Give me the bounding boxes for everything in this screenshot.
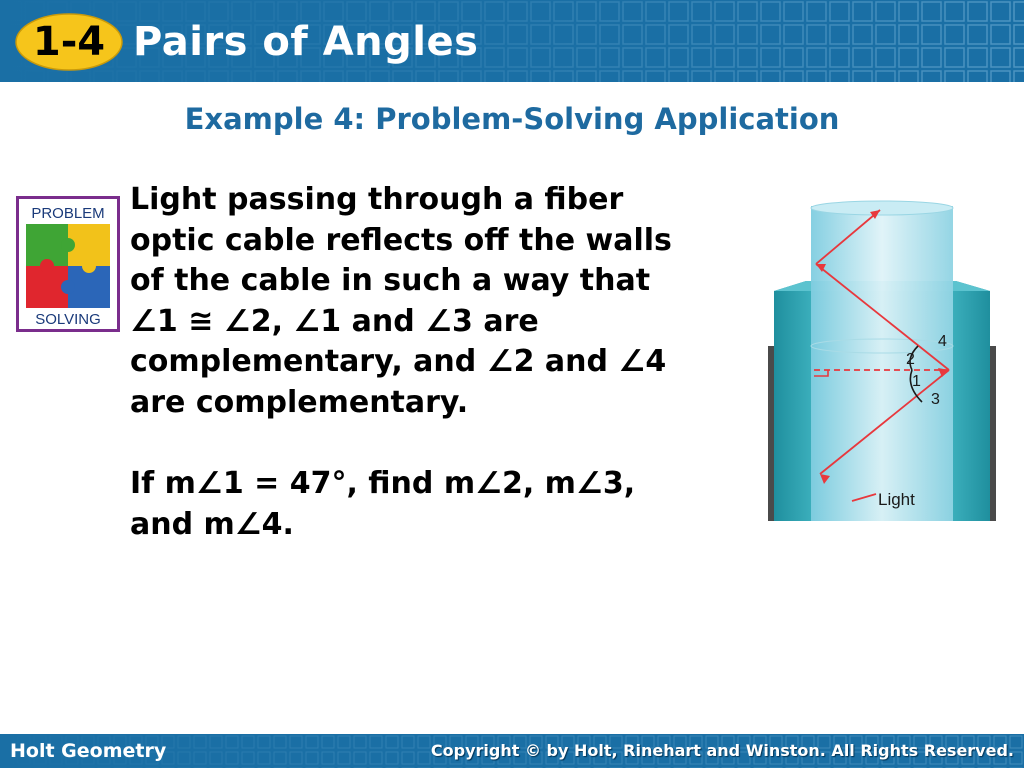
- angle-label-2: 2: [906, 351, 915, 368]
- problem-line: Light passing through a fiber: [130, 182, 624, 217]
- problem-line: of the cable in such a way that: [130, 263, 651, 298]
- logo-top-text: PROBLEM: [31, 205, 104, 222]
- angle-label-3: 3: [931, 391, 940, 408]
- footer-course-name: Holt Geometry: [10, 740, 167, 762]
- fiber-optic-diagram: 4 2 1 3 Light: [768, 200, 996, 521]
- example-title: Example 4: Problem-Solving Application: [184, 102, 840, 136]
- footer-copyright: Copyright © by Holt, Rinehart and Winsto…: [430, 741, 1014, 760]
- angle-label-1: 1: [912, 373, 921, 390]
- problem-line: are complementary.: [130, 384, 469, 420]
- logo-bottom-text: SOLVING: [35, 311, 101, 328]
- problem-text: Light passing through a fiber optic cabl…: [130, 180, 760, 545]
- lesson-number-badge: 1-4: [14, 12, 124, 72]
- header-bar: 1-4 Pairs of Angles: [0, 0, 1024, 82]
- problem-line: ∠1 ≅ ∠2, ∠1 and ∠3 are: [130, 303, 539, 339]
- question-line: If m∠1 = 47°, find m∠2, m∠3,: [130, 466, 636, 501]
- light-label: Light: [878, 490, 915, 509]
- footer-bar: Holt Geometry Copyright © by Holt, Rineh…: [0, 734, 1024, 768]
- problem-line: complementary, and ∠2 and ∠4: [130, 344, 667, 379]
- problem-line: optic cable reflects off the walls: [130, 222, 672, 258]
- angle-label-4: 4: [938, 333, 947, 350]
- light-rays: [814, 209, 950, 502]
- header-grid-pattern: [0, 0, 1024, 82]
- footer-grid-pattern: [0, 734, 1024, 768]
- lesson-title: Pairs of Angles: [133, 19, 479, 65]
- question-line: and m∠4.: [130, 506, 294, 542]
- lesson-number: 1-4: [32, 19, 106, 65]
- problem-solving-logo: PROBLEM SOLVING: [16, 196, 120, 332]
